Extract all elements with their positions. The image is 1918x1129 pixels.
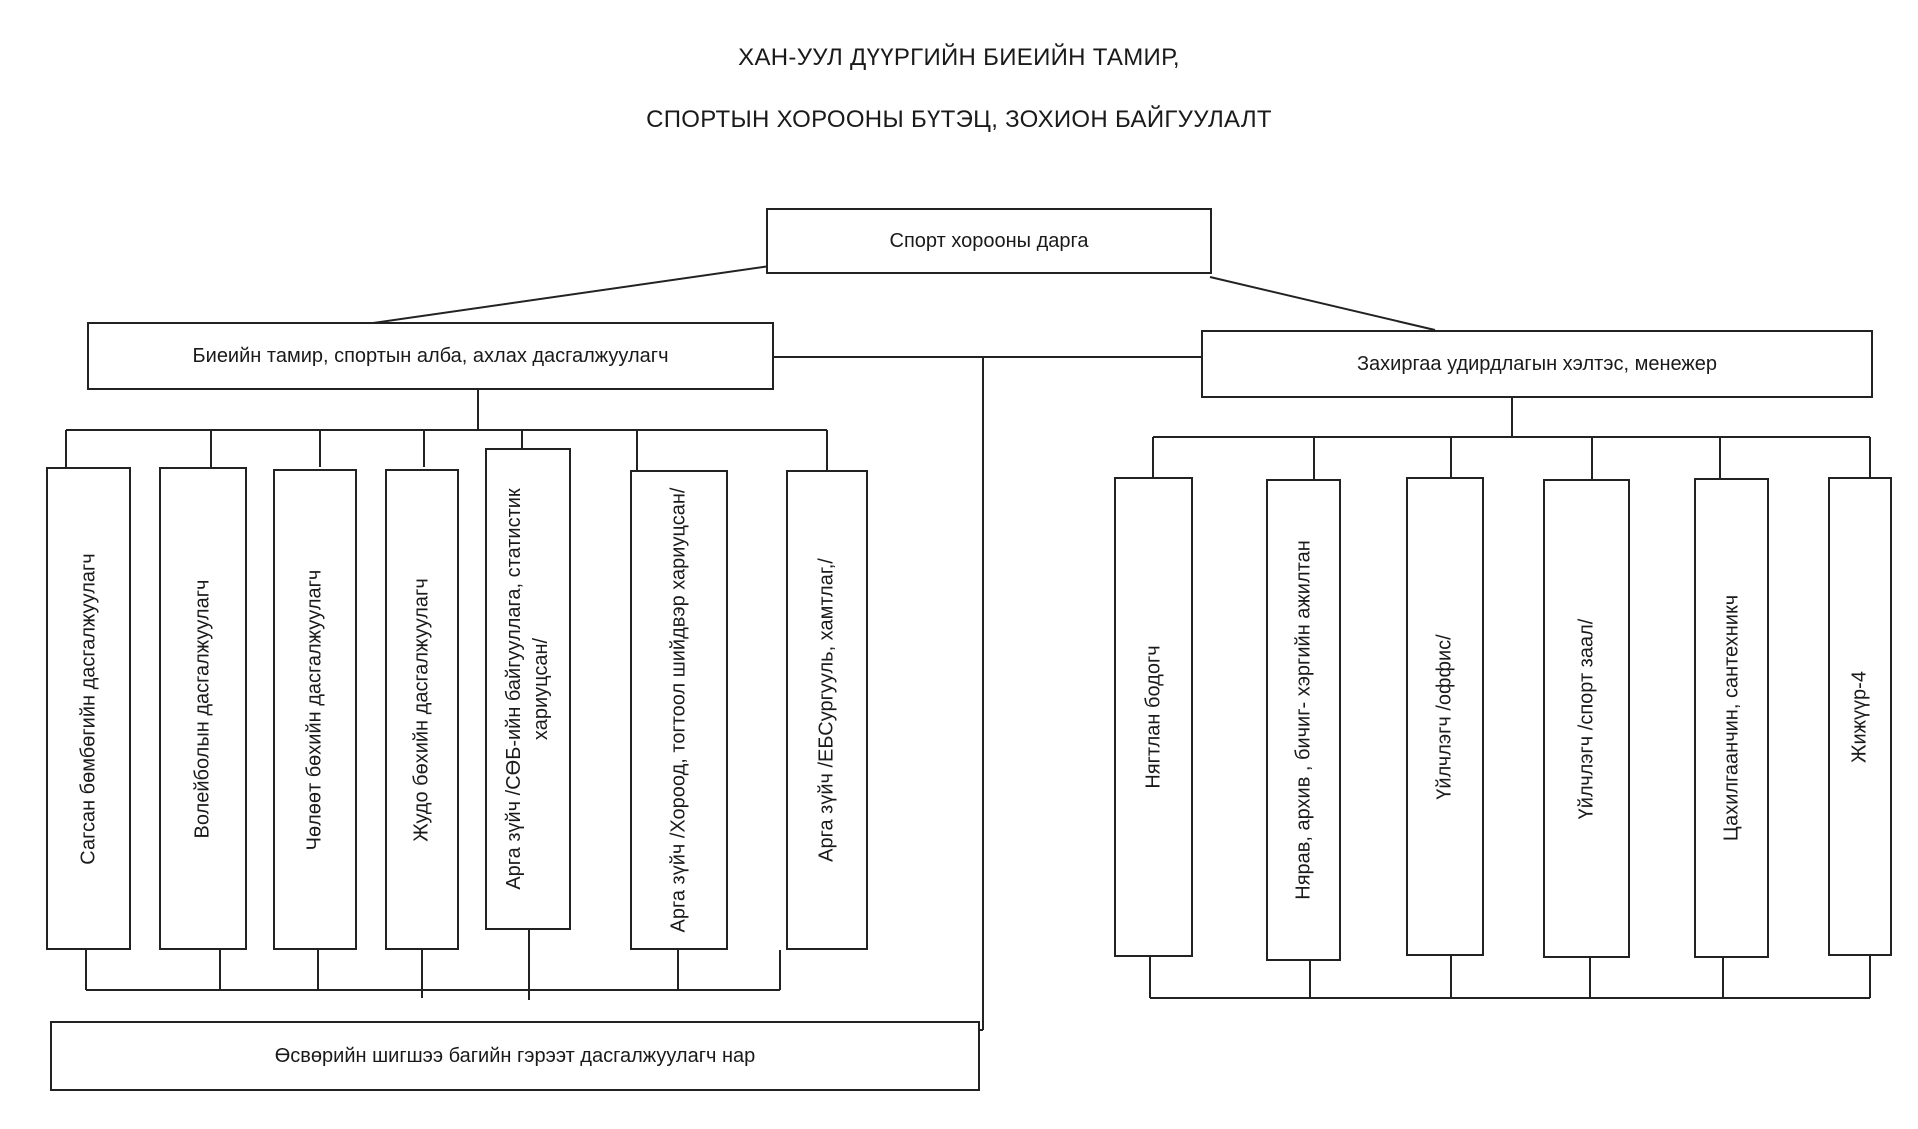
right-unit-box: Нягтлан бодогч — [1114, 477, 1193, 957]
left-unit-box: Арга зүйч /Хороод, тогтоол шийдвэр хариу… — [630, 470, 728, 950]
left-unit-box: Арга зүйч /СӨБ-ийн байгууллага, статисти… — [485, 448, 571, 930]
right-unit-label: Нярав, архив , бичиг- хэргийн ажилтан — [1292, 540, 1314, 900]
left-unit-box: Сагсан бөмбөгийн дасгалжуулагч — [46, 467, 131, 950]
bottom-box: Өсвөрийн шигшээ багийн гэрээт дасгалжуул… — [50, 1021, 980, 1091]
right-unit-label: Үйлчлэгч /оффис/ — [1433, 633, 1456, 800]
left-unit-label: Волейболын дасгалжуулагч — [191, 579, 214, 838]
left-unit-label: Арга зүйч /СӨБ-ийн байгууллага, статисти… — [503, 488, 552, 890]
right-unit-box: Цахилгаанчин, сантехникч — [1694, 478, 1769, 958]
right-unit-box: Нярав, архив , бичиг- хэргийн ажилтан — [1266, 479, 1341, 961]
left-unit-label: Жудо бөхийн дасгалжуулагч — [410, 577, 433, 842]
right-unit-box: Үйлчлэгч /спорт заал/ — [1543, 479, 1630, 958]
right-unit-label: Жижүүр-4 — [1848, 670, 1871, 763]
page-title-line-1: ХАН-УУЛ ДҮҮРГИЙН БИЕИЙН ТАМИР, — [738, 44, 1180, 71]
left-unit-box: Волейболын дасгалжуулагч — [159, 467, 247, 950]
left-unit-label: Чөлөөт бөхийн дасгалжуулагч — [303, 569, 326, 850]
left-unit-label: Сагсан бөмбөгийн дасгалжуулагч — [77, 552, 99, 865]
right-unit-label: Цахилгаанчин, сантехникч — [1720, 594, 1742, 842]
right-unit-label: Үйлчлэгч /спорт заал/ — [1575, 618, 1597, 819]
right-unit-box: Үйлчлэгч /оффис/ — [1406, 477, 1484, 956]
right-unit-box: Жижүүр-4 — [1828, 477, 1892, 956]
left-unit-box: Жудо бөхийн дасгалжуулагч — [385, 469, 459, 950]
left-manager-label: Биеийн тамир, спортын алба, ахлах дасгал… — [192, 344, 669, 367]
head-box: Спорт хорооны дарга — [766, 208, 1212, 274]
left-manager-box: Биеийн тамир, спортын алба, ахлах дасгал… — [87, 322, 774, 390]
bottom-box-label: Өсвөрийн шигшээ багийн гэрээт дасгалжуул… — [274, 1044, 756, 1067]
right-unit-label: Нягтлан бодогч — [1142, 645, 1164, 789]
head-label: Спорт хорооны дарга — [889, 229, 1089, 252]
right-manager-label: Захиргаа удирдлагын хэлтэс, менежер — [1356, 352, 1718, 375]
left-unit-box: Арга зүйч /ЕБСургууль, хамтлаг,/ — [786, 470, 868, 950]
page-title-line-2: СПОРТЫН ХОРООНЫ БҮТЭЦ, ЗОХИОН БАЙГУУЛАЛТ — [646, 106, 1272, 133]
left-unit-box: Чөлөөт бөхийн дасгалжуулагч — [273, 469, 357, 950]
right-manager-box: Захиргаа удирдлагын хэлтэс, менежер — [1201, 330, 1873, 398]
left-unit-label: Арга зүйч /Хороод, тогтоол шийдвэр хариу… — [667, 487, 690, 933]
left-unit-label: Арга зүйч /ЕБСургууль, хамтлаг,/ — [815, 558, 838, 862]
